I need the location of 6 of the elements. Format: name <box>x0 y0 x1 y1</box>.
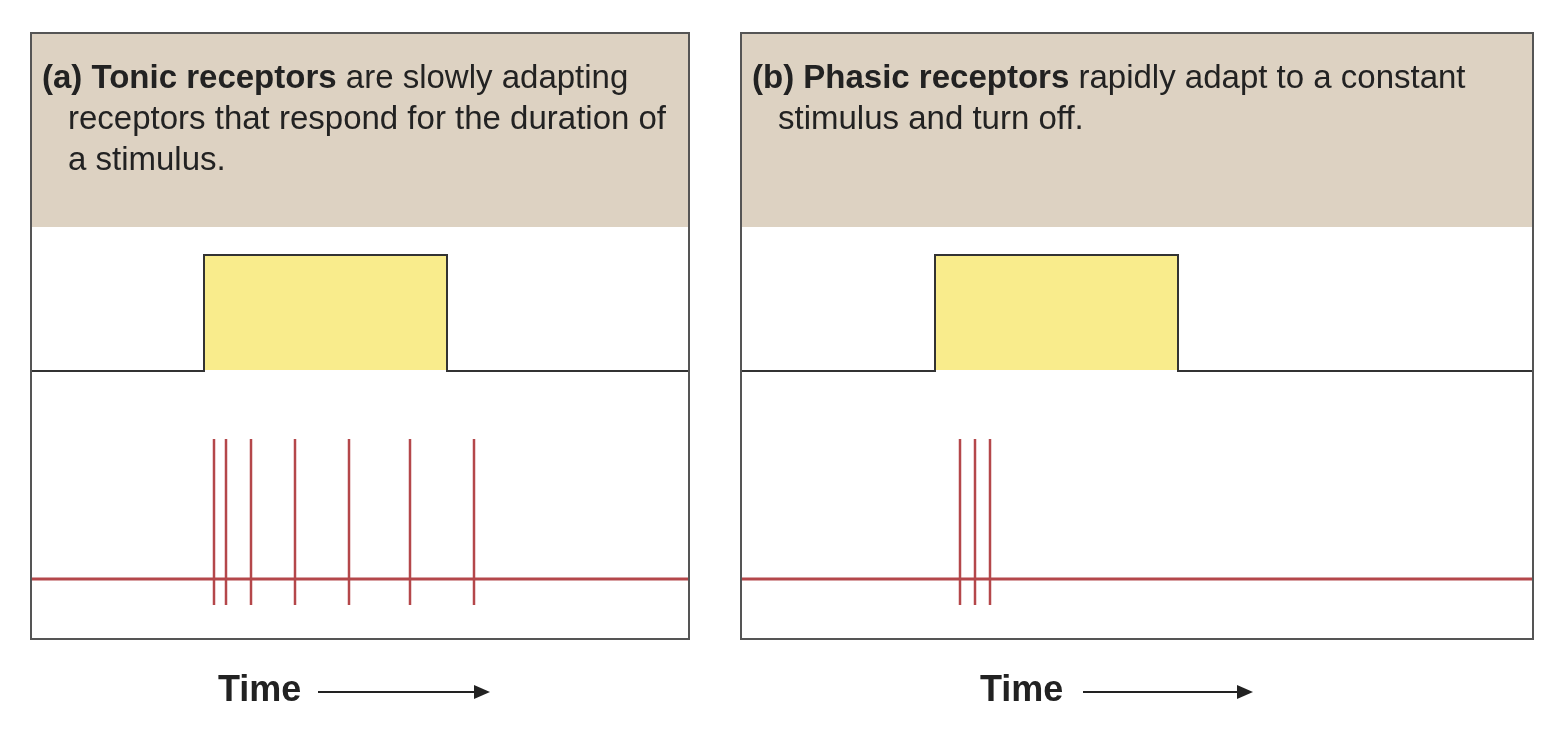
caption-text: (b) Phasic receptors rapidly adapt to a constant stimulus and turn off. <box>752 57 1467 138</box>
graph-panel <box>30 32 690 640</box>
graph-panel <box>740 32 1534 640</box>
axis-label: Time <box>980 668 1064 710</box>
axis-label: Time <box>218 668 302 710</box>
caption-text: (a) Tonic receptors are slowly adapting receptors that respond for the duration of a stimulus. <box>42 57 668 179</box>
